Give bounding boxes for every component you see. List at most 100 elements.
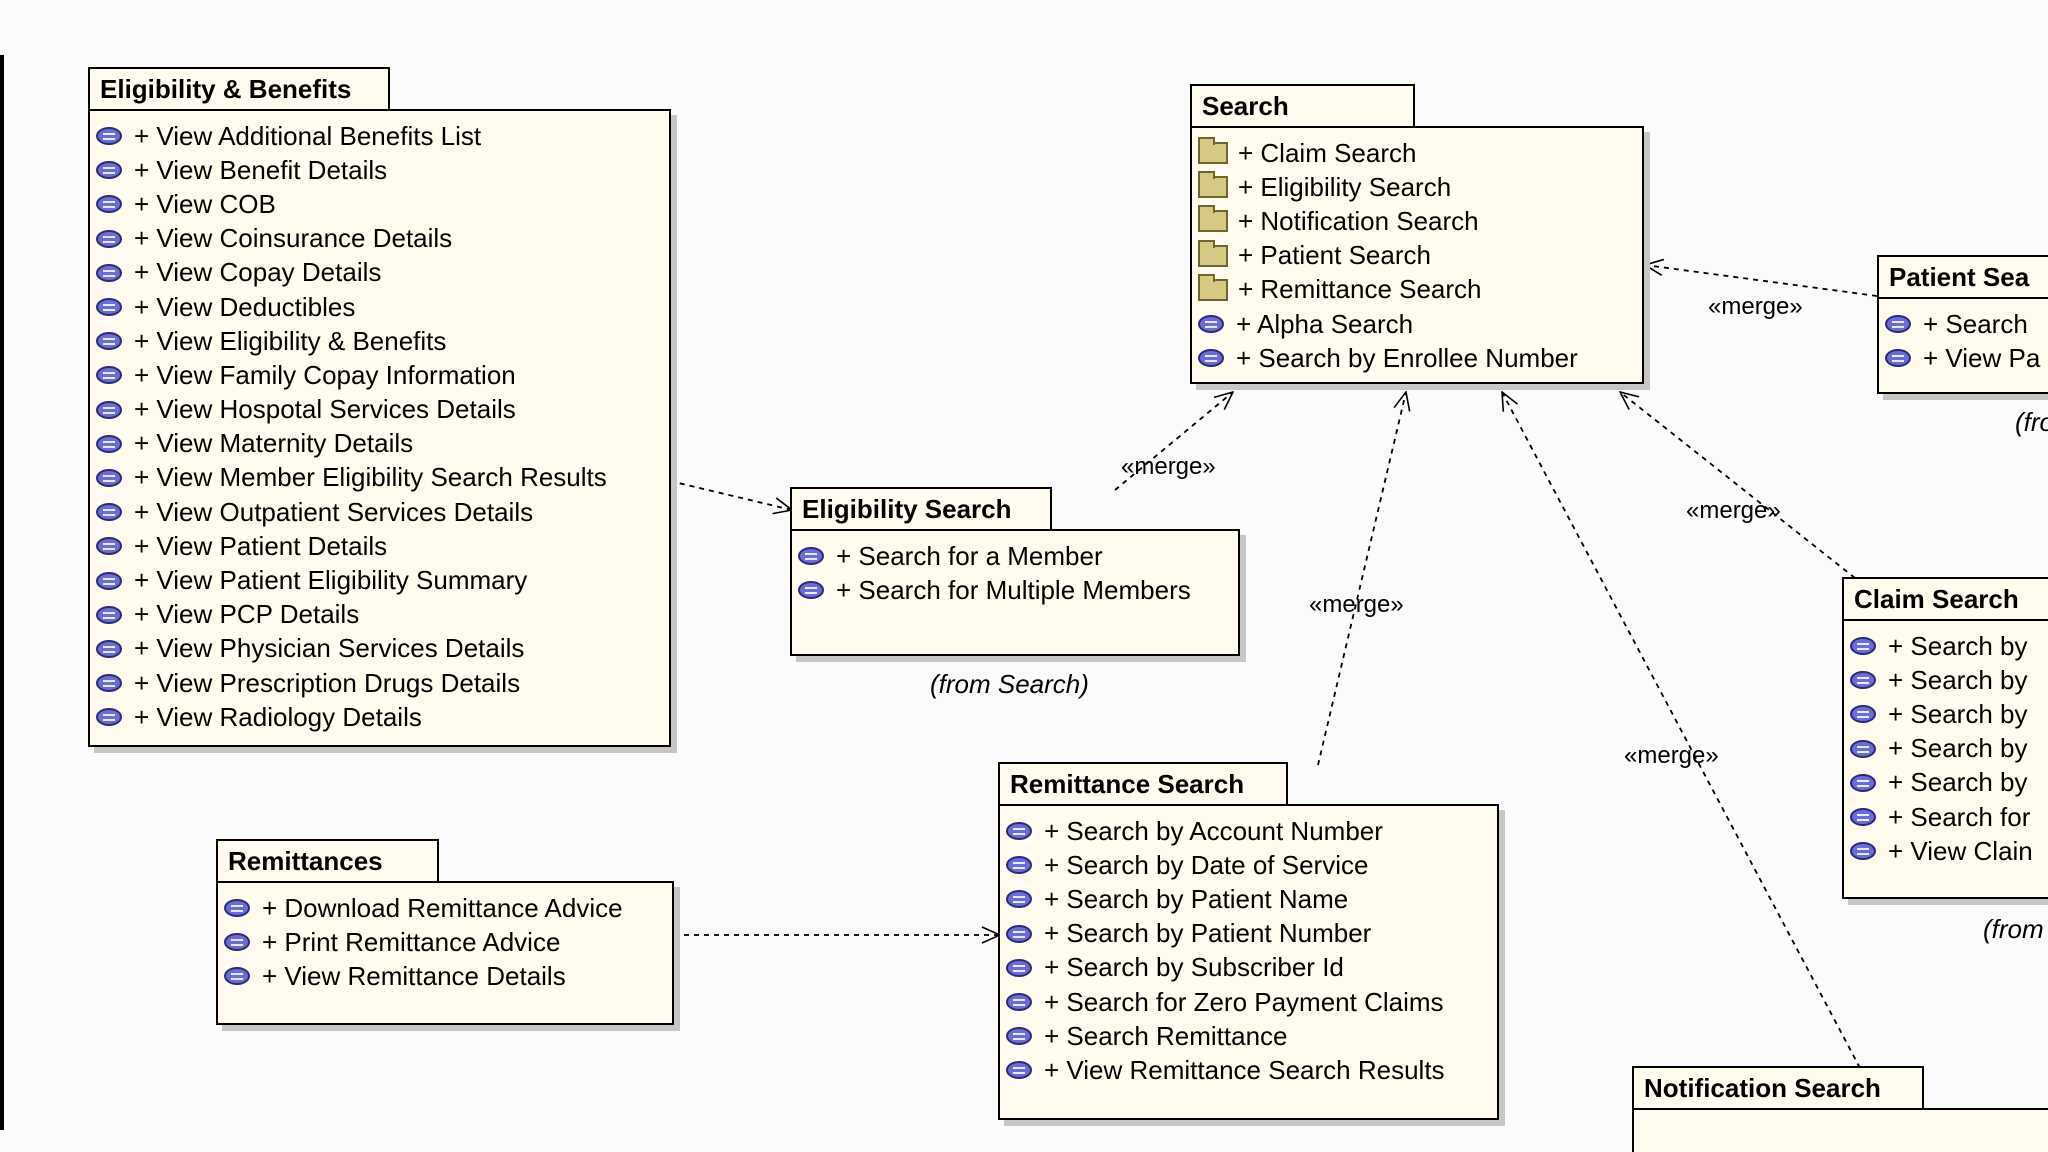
list-item[interactable]: + Search by — [1844, 732, 2048, 766]
package-title: Eligibility & Benefits — [88, 67, 390, 111]
list-item[interactable]: + Alpha Search — [1192, 307, 1642, 341]
list-item[interactable]: + View Deductibles — [90, 290, 669, 324]
list-item[interactable]: + View Family Copay Information — [90, 358, 669, 392]
operation-icon — [1006, 1061, 1032, 1080]
list-item[interactable]: + View Clain — [1844, 834, 2048, 868]
operation-icon — [1006, 856, 1032, 875]
merge-label: «merge» — [1624, 742, 1719, 769]
list-item[interactable]: + Search by — [1844, 663, 2048, 697]
operation-icon — [96, 263, 122, 282]
list-item[interactable]: + Eligibility Search — [1192, 170, 1642, 204]
merge-label: «merge» — [1686, 497, 1781, 524]
list-item[interactable]: + Search — [1879, 307, 2048, 341]
list-item[interactable]: + View Hospotal Services Details — [90, 393, 669, 427]
list-item[interactable]: + View Eligibility & Benefits — [90, 324, 669, 358]
operation-icon — [96, 434, 122, 453]
operation-icon — [96, 229, 122, 248]
list-item[interactable]: + Search by Date of Service — [1000, 848, 1497, 882]
folder-icon — [1198, 137, 1228, 165]
list-item[interactable]: + View Outpatient Services Details — [90, 495, 669, 529]
package-title: Remittance Search — [998, 762, 1288, 806]
operation-icon — [96, 537, 122, 556]
list-item[interactable]: + View Coinsurance Details — [90, 222, 669, 256]
operation-icon — [1198, 315, 1224, 334]
list-item[interactable]: + View Copay Details — [90, 256, 669, 290]
folder-icon — [1198, 239, 1228, 267]
operation-icon — [96, 400, 122, 419]
list-item[interactable]: + Search by Subscriber Id — [1000, 951, 1497, 985]
list-item[interactable]: + View Benefit Details — [90, 153, 669, 187]
operation-icon — [96, 639, 122, 658]
list-item[interactable]: + Search by — [1844, 697, 2048, 731]
merge-remittance-search-to-search — [1317, 392, 1406, 766]
operation-icon — [798, 547, 824, 566]
list-item[interactable]: + View Pa — [1879, 341, 2048, 375]
merge-label: «merge» — [1708, 293, 1803, 320]
merge-label: «merge» — [1309, 591, 1404, 618]
list-item[interactable]: + Patient Search — [1192, 239, 1642, 273]
package-contents: + Claim Search + Eligibility Search + No… — [1190, 126, 1644, 384]
list-item[interactable]: + Search by Account Number — [1000, 814, 1497, 848]
merge-claim-search-to-search — [1620, 392, 1856, 579]
list-item[interactable]: + View Patient Details — [90, 529, 669, 563]
operation-icon — [1850, 671, 1876, 690]
operation-icon — [96, 503, 122, 522]
operation-icon — [224, 933, 250, 952]
operation-icon — [1006, 1027, 1032, 1046]
list-item[interactable]: + Search by — [1844, 766, 2048, 800]
list-item[interactable]: + View Member Eligibility Search Results — [90, 461, 669, 495]
list-item[interactable]: + Notification Search — [1192, 204, 1642, 238]
operation-icon — [1006, 924, 1032, 943]
list-item[interactable]: + Print Remittance Advice — [218, 925, 672, 959]
list-item[interactable]: + Search by Patient Number — [1000, 917, 1497, 951]
list-item[interactable]: + Search for — [1844, 800, 2048, 834]
list-item[interactable]: + View Maternity Details — [90, 427, 669, 461]
package-operations: + Search for a Member + Search for Multi… — [790, 529, 1240, 656]
package-operations: + Download Remittance Advice + Print Rem… — [216, 881, 674, 1025]
operation-icon — [96, 298, 122, 317]
package-title: Eligibility Search — [790, 487, 1052, 531]
list-item[interactable]: + Remittance Search — [1192, 273, 1642, 307]
operation-icon — [1850, 842, 1876, 861]
list-item[interactable]: + View Remittance Details — [218, 959, 672, 993]
list-item[interactable]: + Search by Patient Name — [1000, 882, 1497, 916]
operation-icon — [224, 967, 250, 986]
operation-icon — [1850, 705, 1876, 724]
merge-label: «merge» — [1121, 453, 1216, 480]
merge-patient-search-to-search — [1645, 265, 1878, 297]
list-item[interactable]: + View Remittance Search Results — [1000, 1053, 1497, 1087]
operation-icon — [96, 195, 122, 214]
list-item[interactable]: + Search for a Member — [792, 539, 1238, 573]
list-item[interactable]: + Search for Multiple Members — [792, 573, 1238, 607]
list-item[interactable]: + Search Remittance — [1000, 1019, 1497, 1053]
package-title: Notification Search — [1632, 1066, 1924, 1110]
list-item[interactable]: + View COB — [90, 187, 669, 221]
list-item[interactable]: + Search by Enrollee Number — [1192, 341, 1642, 375]
list-item[interactable]: + Search by — [1844, 629, 2048, 663]
list-item[interactable]: + View Physician Services Details — [90, 632, 669, 666]
list-item[interactable]: + View Patient Eligibility Summary — [90, 563, 669, 597]
merge-notification-search-to-search — [1502, 392, 1861, 1069]
folder-icon — [1198, 171, 1228, 199]
package-title: Claim Search — [1842, 577, 2048, 621]
operation-icon — [1006, 822, 1032, 841]
list-item[interactable]: + View Radiology Details — [90, 700, 669, 734]
list-item[interactable]: + Search for Zero Payment Claims — [1000, 985, 1497, 1019]
package-title: Remittances — [216, 839, 439, 883]
package-operations: + Search by Account Number + Search by D… — [998, 804, 1499, 1120]
list-item[interactable]: + Claim Search — [1192, 136, 1642, 170]
operation-icon — [1006, 958, 1032, 977]
list-item[interactable]: + View PCP Details — [90, 598, 669, 632]
package-operations: + Search + View Pa — [1877, 297, 2048, 394]
package-operations: + Search by + Search by + Search by + Se… — [1842, 619, 2048, 899]
list-item[interactable]: + View Additional Benefits List — [90, 119, 669, 153]
package-title: Search — [1190, 84, 1415, 128]
operation-icon — [96, 332, 122, 351]
list-item[interactable]: + View Prescription Drugs Details — [90, 666, 669, 700]
list-item[interactable]: + Download Remittance Advice — [218, 891, 672, 925]
package-title: Patient Sea — [1877, 255, 2048, 299]
operation-icon — [96, 571, 122, 590]
operation-icon — [1006, 890, 1032, 909]
